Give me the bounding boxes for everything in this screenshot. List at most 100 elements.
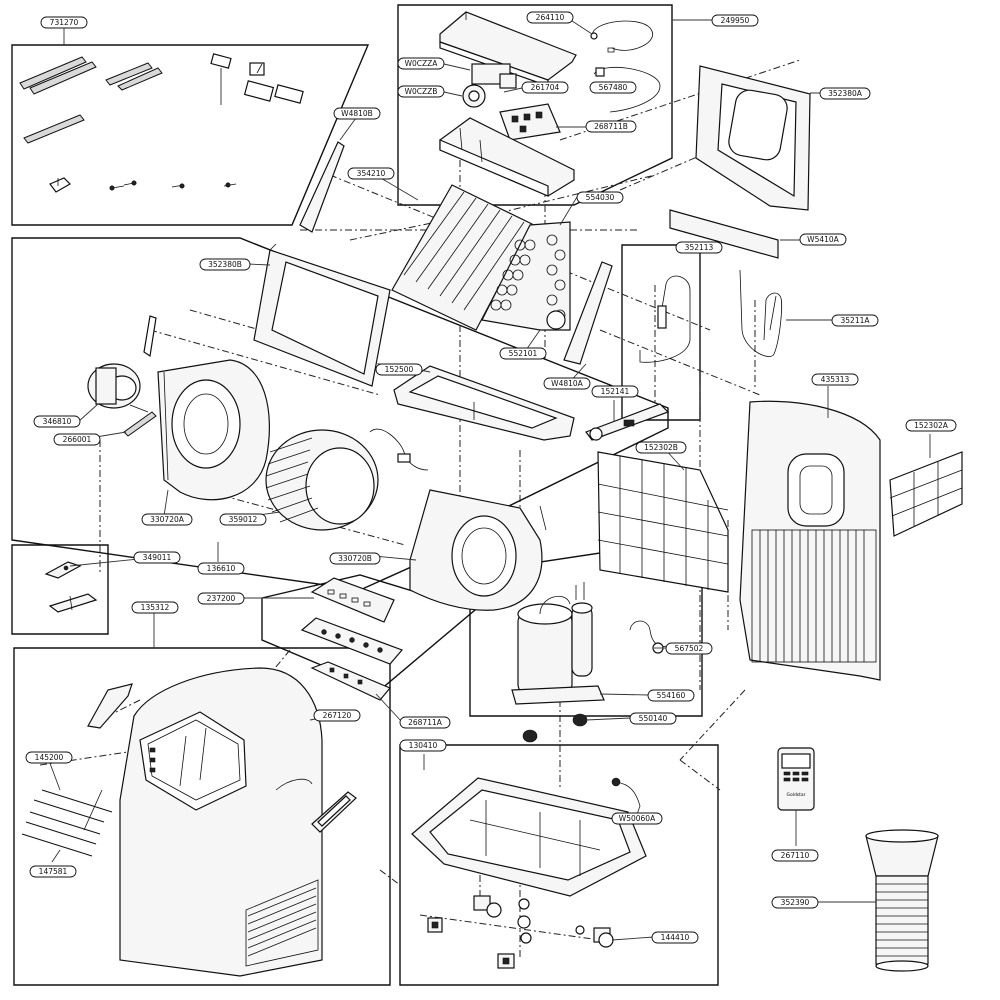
accessory-kit-frame bbox=[11, 44, 370, 226]
svg-text:264110: 264110 bbox=[536, 13, 565, 22]
handle bbox=[311, 791, 357, 833]
label-145200: 145200 bbox=[25, 751, 73, 764]
label-352380B: 352380B bbox=[199, 258, 251, 271]
label-237200: 237200 bbox=[197, 592, 245, 605]
fan-switch-152141 bbox=[585, 403, 670, 441]
relay-and-transformer bbox=[462, 63, 517, 108]
label-249950: 249950 bbox=[711, 14, 759, 27]
part-labels: 731270 264110 249950 W0CZZA W0CZZB 26170… bbox=[25, 11, 957, 944]
blower-wheel-359012 bbox=[265, 429, 379, 531]
label-267110: 267110 bbox=[771, 849, 819, 862]
control-box-parts bbox=[439, 11, 661, 197]
exhaust-duct-352390 bbox=[865, 829, 939, 972]
svg-text:249950: 249950 bbox=[721, 16, 750, 25]
coil-assemblies bbox=[253, 65, 811, 387]
label-261704: 261704 bbox=[521, 81, 569, 94]
label-W0CZZA: W0CZZA bbox=[397, 57, 445, 70]
svg-text:352390: 352390 bbox=[781, 898, 810, 907]
panel-overlay bbox=[310, 577, 395, 623]
label-136610: 136610 bbox=[197, 562, 245, 575]
label-147581: 147581 bbox=[29, 865, 77, 878]
screw-2 bbox=[123, 180, 137, 186]
svg-text:266001: 266001 bbox=[63, 435, 92, 444]
front-cabinet-267120 bbox=[87, 667, 357, 977]
svg-text:330720A: 330720A bbox=[150, 515, 185, 524]
svg-text:435313: 435313 bbox=[821, 375, 850, 384]
label-731270: 731270 bbox=[40, 16, 88, 29]
svg-text:352113: 352113 bbox=[685, 243, 714, 252]
float-switch-W50060A bbox=[611, 777, 641, 807]
svg-text:267120: 267120 bbox=[323, 711, 352, 720]
label-W50060A: W50060A bbox=[611, 812, 663, 825]
blower-scroll-330720B bbox=[409, 489, 547, 611]
louvers-145200-147581 bbox=[21, 789, 113, 857]
screw-4 bbox=[223, 182, 237, 188]
svg-text:W4810A: W4810A bbox=[551, 379, 584, 388]
control-box-housing bbox=[439, 117, 575, 197]
label-352113: 352113 bbox=[675, 241, 723, 254]
svg-text:W4810B: W4810B bbox=[341, 109, 373, 118]
remote-control-267110: Goldstar bbox=[777, 747, 815, 811]
svg-text:330720B: 330720B bbox=[338, 554, 372, 563]
svg-text:W5410A: W5410A bbox=[807, 235, 840, 244]
svg-text:354210: 354210 bbox=[357, 169, 386, 178]
control-box-frame bbox=[397, 4, 673, 206]
label-330720A: 330720A bbox=[141, 513, 193, 526]
label-330720B: 330720B bbox=[329, 552, 381, 565]
drain-pan-152500 bbox=[393, 365, 575, 441]
label-W0CZZB: W0CZZB bbox=[397, 85, 445, 98]
label-W5410A: W5410A bbox=[799, 233, 847, 246]
svg-text:268711A: 268711A bbox=[408, 718, 443, 727]
bracket-frame bbox=[11, 544, 109, 635]
label-554160: 554160 bbox=[647, 689, 695, 702]
svg-text:567480: 567480 bbox=[599, 83, 628, 92]
compressor-554160 bbox=[511, 582, 605, 705]
label-152141: 152141 bbox=[591, 385, 639, 398]
side-bracket-W4810A bbox=[563, 261, 613, 365]
svg-text:359012: 359012 bbox=[229, 515, 258, 524]
window-seal-strips bbox=[19, 56, 163, 144]
side-bracket-W4810B bbox=[299, 141, 345, 233]
svg-text:W0CZZB: W0CZZB bbox=[405, 87, 438, 96]
svg-text:552101: 552101 bbox=[509, 349, 538, 358]
base-pan-frame bbox=[399, 744, 719, 986]
motor-clip-266001 bbox=[123, 411, 157, 437]
thermistor-wire bbox=[590, 20, 653, 53]
base-pan-130410 bbox=[411, 777, 647, 897]
panel-keypad-237200 bbox=[300, 617, 404, 665]
label-264110: 264110 bbox=[526, 11, 574, 24]
capillary-352113 bbox=[639, 275, 691, 363]
label-W4810A: W4810A bbox=[543, 377, 591, 390]
condenser-coil-354210 bbox=[391, 184, 533, 331]
casters-144410 bbox=[427, 895, 614, 969]
svg-text:145200: 145200 bbox=[35, 753, 64, 762]
side-bracket bbox=[87, 683, 133, 729]
remote-brand-text: Goldstar bbox=[786, 792, 805, 798]
label-268711B: 268711B bbox=[585, 120, 637, 133]
screw-3 bbox=[171, 183, 185, 189]
label-152500: 152500 bbox=[375, 363, 423, 376]
drain-tube-35211A bbox=[739, 269, 782, 357]
svg-text:267110: 267110 bbox=[781, 851, 810, 860]
rear-grille bbox=[751, 529, 877, 663]
svg-text:W50060A: W50060A bbox=[619, 814, 656, 823]
label-130410: 130410 bbox=[399, 739, 447, 752]
label-552101: 552101 bbox=[499, 347, 547, 360]
front-frame-352380B bbox=[253, 243, 391, 387]
svg-text:352380A: 352380A bbox=[828, 89, 863, 98]
svg-text:554160: 554160 bbox=[657, 691, 686, 700]
label-352390: 352390 bbox=[771, 896, 819, 909]
rear-cover-435313 bbox=[739, 400, 881, 681]
svg-text:261704: 261704 bbox=[531, 83, 560, 92]
label-346810: 346810 bbox=[33, 415, 81, 428]
label-35211A: 35211A bbox=[831, 314, 879, 327]
label-267120: 267120 bbox=[313, 709, 361, 722]
evaporator-coil-554030 bbox=[481, 221, 571, 331]
svg-text:237200: 237200 bbox=[207, 594, 236, 603]
filter-152302B bbox=[597, 451, 729, 593]
screws-and-bracket bbox=[49, 177, 237, 193]
label-135312: 135312 bbox=[131, 601, 179, 614]
label-268711A: 268711A bbox=[399, 716, 451, 729]
label-266001: 266001 bbox=[53, 433, 101, 446]
label-354210: 354210 bbox=[347, 167, 395, 180]
